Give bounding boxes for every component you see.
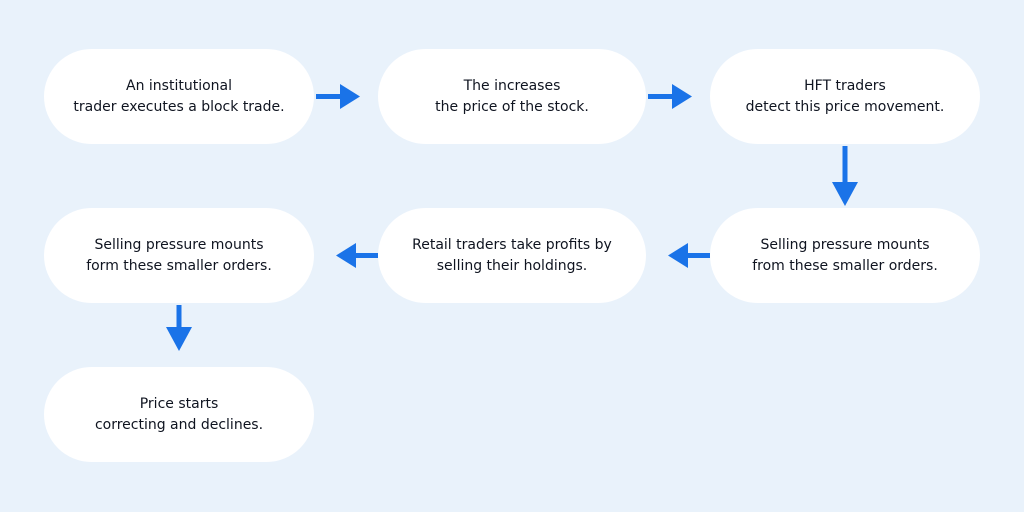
step-5-line-2: selling their holdings.: [436, 257, 588, 274]
arrow-step5-to-step6: [336, 243, 378, 268]
step-6-line-2: form these smaller orders.: [86, 257, 272, 274]
step-2-line-1: The increases: [463, 77, 561, 94]
step-4-box: Selling pressure mounts from these small…: [710, 208, 980, 303]
step-3-text: HFT traders detect this price movement.: [730, 76, 960, 118]
step-2-line-2: the price of the stock.: [435, 98, 589, 115]
step-6-text: Selling pressure mounts form these small…: [64, 235, 294, 277]
step-5-line-1: Retail traders take profits by: [412, 236, 612, 253]
step-7-line-1: Price starts: [139, 395, 219, 412]
step-5-text: Retail traders take profits by selling t…: [397, 235, 627, 277]
step-2-text: The increases the price of the stock.: [397, 76, 627, 118]
step-7-line-2: correcting and declines.: [94, 416, 264, 433]
step-3-line-2: detect this price movement.: [745, 98, 945, 115]
step-4-line-2: from these smaller orders.: [752, 257, 938, 274]
step-7-text: Price starts correcting and declines.: [64, 394, 294, 436]
arrow-step3-to-step4: [832, 146, 858, 206]
step-6-box: Selling pressure mounts form these small…: [44, 208, 314, 303]
step-1-line-1: An institutional: [126, 77, 232, 94]
step-1-box: An institutional trader executes a block…: [44, 49, 314, 144]
step-1-line-2: trader executes a block trade.: [73, 98, 285, 115]
arrow-step2-to-step3: [648, 84, 692, 109]
step-4-text: Selling pressure mounts from these small…: [730, 235, 960, 277]
step-4-line-1: Selling pressure mounts: [760, 236, 930, 253]
step-1-text: An institutional trader executes a block…: [64, 76, 294, 118]
arrow-step1-to-step2: [316, 84, 360, 109]
step-3-box: HFT traders detect this price movement.: [710, 49, 980, 144]
step-6-line-1: Selling pressure mounts: [94, 236, 264, 253]
step-5-box: Retail traders take profits by selling t…: [378, 208, 646, 303]
arrow-step4-to-step5: [668, 243, 710, 268]
step-7-box: Price starts correcting and declines.: [44, 367, 314, 462]
step-2-box: The increases the price of the stock.: [378, 49, 646, 144]
arrow-step6-to-step7: [166, 305, 192, 351]
step-3-line-1: HFT traders: [804, 77, 886, 94]
